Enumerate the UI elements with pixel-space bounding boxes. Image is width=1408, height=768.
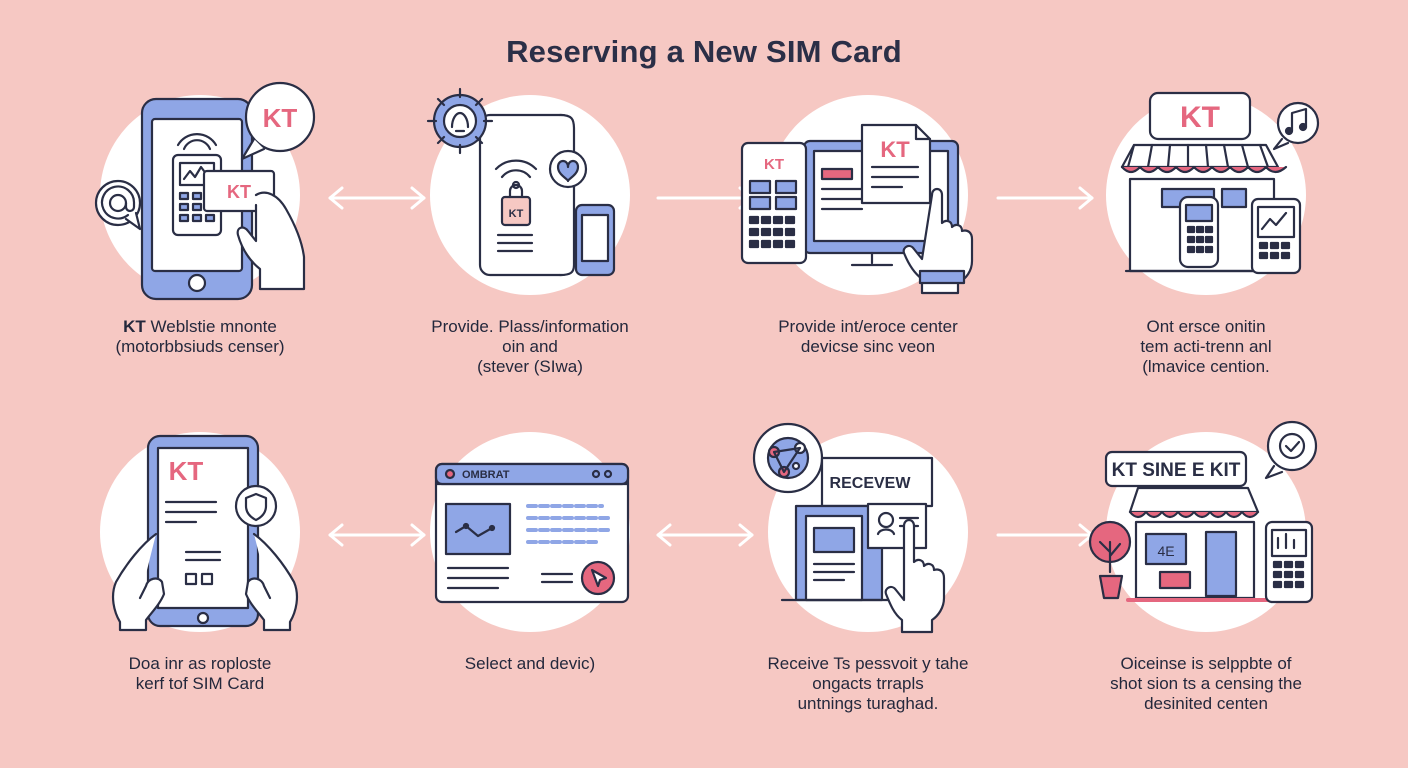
step-1-card-label: KT <box>227 182 251 202</box>
step-7-caption: Receive Ts pessvoit y tahe ongacts trrap… <box>738 654 998 714</box>
store-icon <box>1104 450 1270 602</box>
step-8-caption: Oiceinse is selppbte of shot sion ts a c… <box>1076 654 1336 714</box>
connector-6-7 <box>650 520 760 550</box>
step-5-badge: KT <box>169 456 204 486</box>
shield-icon <box>234 484 278 528</box>
step-2-line-3: (stever (SIwa) <box>477 357 583 376</box>
step-2-caption: Provide. Plass/information oin and (stev… <box>400 317 660 377</box>
step-5-illustration: KT <box>111 434 299 632</box>
connector-5-6 <box>322 520 432 550</box>
step-3-line-2: devicse sinc veon <box>800 337 936 356</box>
connector-1-2 <box>322 183 432 213</box>
keypad-icon <box>740 141 808 265</box>
gear-icon <box>426 87 494 155</box>
step-3-caption: Provide int/eroce center devicse sinc ve… <box>738 317 998 357</box>
step-2-line-2: oin and <box>502 337 558 356</box>
tablet-icon <box>146 434 260 628</box>
step-1-line-1: KT Weblstie mnonte <box>123 317 277 336</box>
hand-icon <box>902 187 974 295</box>
step-4: KT Ont ersce onitin tem acti-trenn anl (… <box>1076 91 1336 385</box>
step-8-line-3: desinited centen <box>1144 694 1268 713</box>
step-6-browser-label: OMBRAT <box>462 469 510 481</box>
step-4-caption: Ont ersce onitin tem acti-trenn anl (lma… <box>1076 317 1336 377</box>
step-2-line-1: Provide. Plass/information <box>431 317 629 336</box>
step-6-illustration: OMBRAT <box>434 462 630 604</box>
step-5-line-2: kerf tof SIM Card <box>135 674 265 693</box>
phone-icon <box>1178 195 1302 275</box>
step-6-caption: Select and devic) <box>400 654 660 674</box>
music-note-icon <box>1272 101 1320 151</box>
check-icon <box>1264 420 1318 480</box>
step-3-badge: KT <box>880 137 910 162</box>
network-icon <box>752 422 824 494</box>
step-5-caption: Doa inr as roploste kerf tof SIM Card <box>70 654 330 694</box>
step-8-screen-label: 4E <box>1157 543 1174 559</box>
step-1: KT KT KT Weblstie mnonte (motorbbsiuds c… <box>70 81 330 385</box>
step-3-keypad-badge: KT <box>764 156 784 173</box>
hands-icon <box>111 532 299 632</box>
step-2-illustration: KT <box>426 87 616 277</box>
cursor-icon <box>580 560 616 596</box>
document-icon <box>860 123 932 205</box>
step-8-line-2: shot sion ts a censing the <box>1110 674 1302 693</box>
phone-icon <box>574 203 616 277</box>
map-icon <box>444 502 512 556</box>
step-4-illustration: KT <box>1120 91 1320 275</box>
step-3: KT KT Provide int/eroce center devicse s… <box>738 95 998 385</box>
hand-icon <box>884 518 946 634</box>
step-4-line-1: Ont ersce onitin <box>1146 317 1266 336</box>
connector-3-4 <box>990 183 1100 213</box>
step-8-illustration: KT SINE E KIT 4E <box>1088 420 1318 604</box>
phone-icon <box>1264 520 1314 604</box>
heart-icon <box>548 149 588 189</box>
step-7-line-2: ongacts trrapls <box>812 674 924 693</box>
step-1-line-2: (motorbbsiuds censer) <box>115 337 285 356</box>
step-2-badge: KT <box>509 208 524 220</box>
kt-speech-bubble <box>240 81 316 161</box>
step-7-line-1: Receive Ts pessvoit y tahe <box>767 654 969 673</box>
step-6-line-1: Select and devic) <box>464 654 596 673</box>
diagram-title: Reserving a New SIM Card <box>506 34 902 69</box>
id-card-icon <box>866 502 928 550</box>
step-5-line-1: Doa inr as roploste <box>128 654 272 673</box>
step-4-line-2: tem acti-trenn anl <box>1140 337 1272 356</box>
step-7-badge: RECEVEW <box>830 475 912 492</box>
hand-icon <box>236 191 306 291</box>
at-sign-icon <box>94 179 142 231</box>
step-8-line-1: Oiceinse is selppbte of <box>1120 654 1292 673</box>
step-7-line-3: untnings turaghad. <box>797 694 939 713</box>
step-6: OMBRAT Select and devic) <box>400 432 660 722</box>
step-8-badge: KT SINE E KIT <box>1112 460 1241 481</box>
step-3-line-1: Provide int/eroce center <box>778 317 958 336</box>
step-1-caption: KT Weblstie mnonte (motorbbsiuds censer) <box>70 317 330 357</box>
step-1-illustration: KT KT <box>94 81 316 301</box>
step-7: RECEVEW Receive Ts pessvoit y tahe ongac… <box>738 422 998 722</box>
plant-icon <box>1088 520 1132 600</box>
step-4-line-3: (lmavice cention. <box>1142 357 1270 376</box>
step-8: KT SINE E KIT 4E Oiceinse is selppbte of… <box>1076 420 1336 722</box>
step-1-badge: KT <box>263 103 298 133</box>
step-5: KT Doa inr as roploste kerf tof SIM Card <box>70 432 330 722</box>
step-2: KT Provide. Plass/information oin and (s… <box>400 87 660 385</box>
document-icon <box>780 456 934 602</box>
tablet-icon <box>478 113 576 277</box>
step-4-badge: KT <box>1180 101 1220 134</box>
step-3-illustration: KT KT <box>740 123 974 295</box>
step-7-illustration: RECEVEW <box>752 422 946 634</box>
